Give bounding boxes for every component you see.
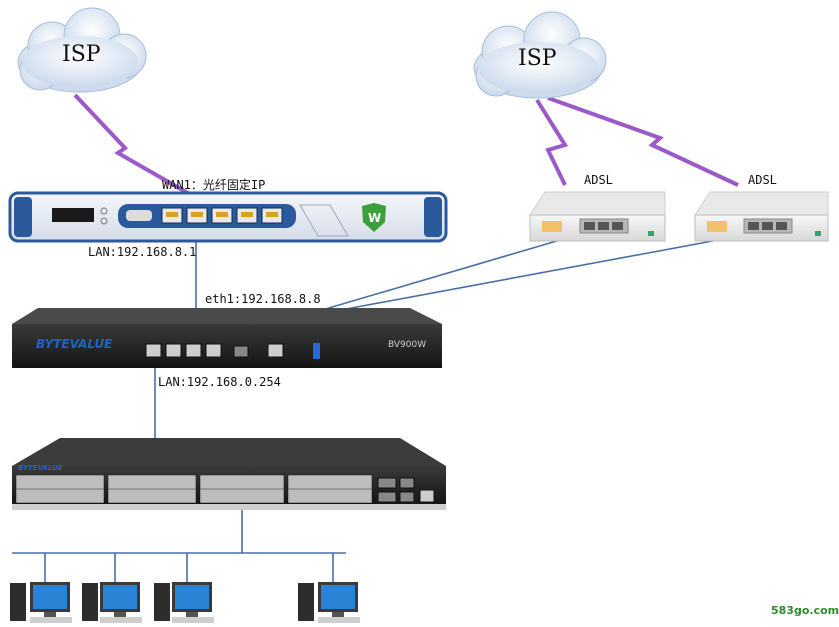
watermark: 583go.com — [771, 604, 839, 617]
client-pc-2 — [82, 582, 142, 623]
router-wan-label: WAN1：光纤固定IP — [162, 178, 266, 192]
isp-cloud-2-label: ISP — [518, 46, 557, 71]
client-pc-4 — [298, 582, 360, 623]
lightning-isp2-modem2 — [547, 96, 739, 187]
isp-cloud-1-label: ISP — [62, 42, 101, 67]
gateway-brand-logo: BYTEVALUE — [36, 337, 113, 351]
adsl-modem-1 — [529, 191, 666, 242]
adsl-modem-2 — [694, 191, 829, 242]
adsl-modem-1-label: ADSL — [584, 173, 613, 187]
shield-icon: W — [362, 203, 386, 232]
isp-cloud-2 — [473, 11, 607, 99]
router-device: W — [8, 191, 448, 243]
gateway-model-label: BV900W — [388, 340, 427, 350]
switch-brand-logo: BYTEVALUE — [18, 464, 63, 472]
client-pc-1 — [10, 582, 72, 623]
lightning-isp2-modem1 — [535, 98, 569, 186]
modem2-to-gateway-link — [329, 239, 719, 313]
gateway-ports — [145, 343, 284, 358]
switch-device — [12, 438, 446, 510]
wireless-links — [73, 93, 739, 202]
adsl-modem-2-label: ADSL — [748, 173, 777, 187]
svg-text:W: W — [368, 211, 381, 225]
router-lan-label: LAN:192.168.8.1 — [88, 245, 197, 259]
isp-cloud-1 — [17, 7, 147, 93]
connection-lines — [12, 228, 719, 582]
lightning-isp1-router — [73, 93, 201, 202]
gateway-lan-label: LAN:192.168.0.254 — [158, 375, 281, 389]
client-pc-3 — [154, 582, 214, 623]
gateway-device — [12, 308, 442, 368]
modem1-to-gateway-link — [321, 239, 561, 311]
gateway-eth-label: eth1:192.168.8.8 — [205, 292, 321, 306]
